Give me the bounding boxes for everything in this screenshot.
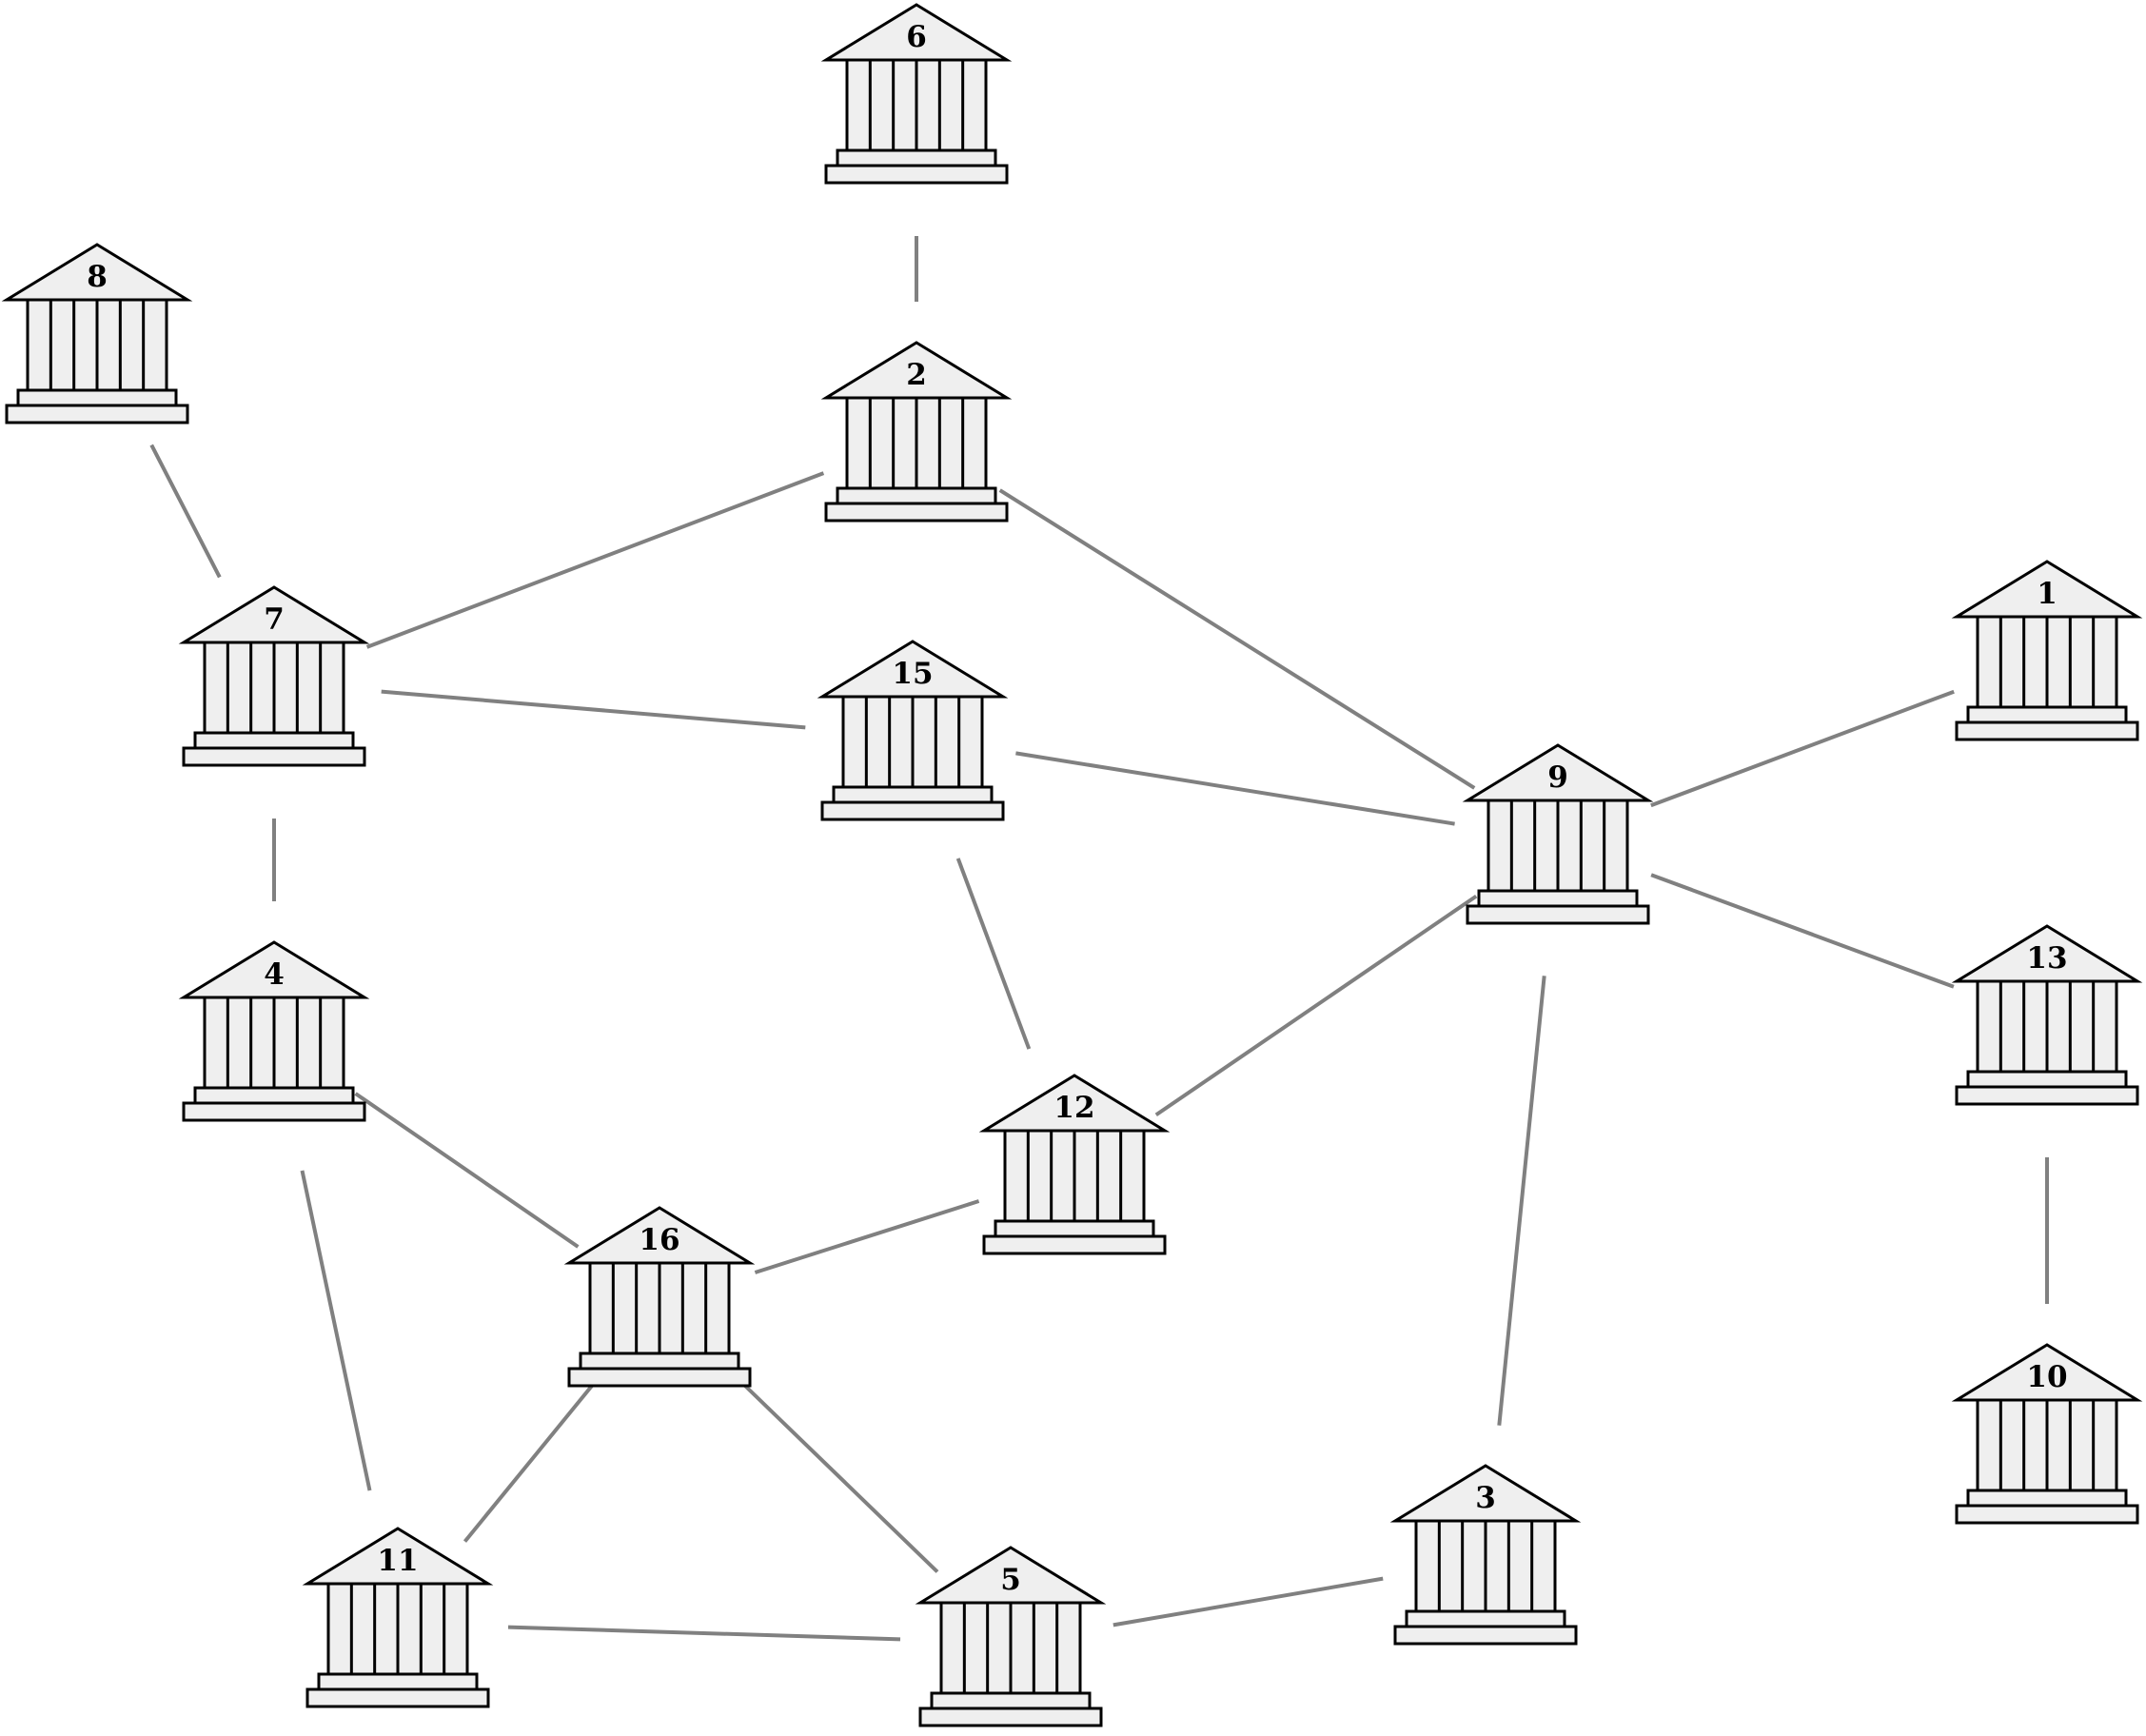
bank-base: [1955, 1085, 2139, 1106]
edge-2-7: [365, 471, 825, 649]
bank-base: [824, 164, 1009, 185]
bank-building-icon: [1389, 1464, 1582, 1646]
edge-9-1: [1650, 689, 1955, 808]
bank-building-icon: [302, 1527, 494, 1708]
node-label: 15: [892, 657, 933, 691]
bank-building-icon: [817, 640, 1009, 821]
bank-base: [1966, 1489, 2128, 1508]
edge-5-3: [1112, 1576, 1384, 1628]
edge-15-9: [1015, 751, 1455, 826]
bank-base: [918, 1706, 1103, 1727]
node-label: 16: [639, 1223, 679, 1257]
edge-16-11: [463, 1384, 595, 1543]
bank-base: [567, 1367, 752, 1388]
edge-9-13: [1650, 873, 1955, 989]
bank-base: [1955, 720, 2139, 741]
bank-base: [579, 1351, 740, 1371]
node-label: 11: [377, 1544, 418, 1578]
node-10[interactable]: 10: [1951, 1343, 2143, 1525]
node-label: 13: [2026, 941, 2067, 976]
edge-7-15: [381, 689, 806, 730]
bank-building-icon: [915, 1546, 1107, 1727]
bank-base: [836, 148, 997, 168]
node-8[interactable]: 8: [1, 243, 193, 424]
edge-12-16: [754, 1199, 980, 1274]
edge-8-7: [149, 444, 222, 579]
bank-building-icon: [1, 243, 193, 424]
bank-base: [193, 731, 355, 750]
bank-base: [930, 1691, 1092, 1710]
edge-11-5: [507, 1625, 901, 1642]
node-label: 5: [1000, 1563, 1021, 1597]
edges-layer: [149, 236, 2049, 1642]
bank-base: [16, 388, 178, 407]
node-label: 6: [906, 20, 927, 54]
bank-building-icon: [563, 1206, 756, 1388]
node-4[interactable]: 4: [178, 940, 370, 1122]
node-2[interactable]: 2: [820, 341, 1013, 523]
node-label: 10: [2026, 1360, 2067, 1394]
node-6[interactable]: 6: [820, 3, 1013, 185]
node-3[interactable]: 3: [1389, 1464, 1582, 1646]
bank-base: [182, 1101, 366, 1122]
bank-base: [1393, 1625, 1578, 1646]
node-label: 7: [264, 602, 285, 637]
node-13[interactable]: 13: [1951, 924, 2143, 1106]
bank-base: [836, 486, 997, 505]
bank-base: [982, 1234, 1167, 1255]
node-label: 4: [264, 957, 285, 992]
node-16[interactable]: 16: [563, 1206, 756, 1388]
bank-building-icon: [1462, 743, 1654, 925]
edge-4-16: [354, 1092, 580, 1249]
node-12[interactable]: 12: [978, 1074, 1171, 1255]
bank-base: [994, 1219, 1155, 1238]
bank-building-icon: [820, 341, 1013, 523]
bank-building-icon: [1951, 1343, 2143, 1525]
node-label: 12: [1053, 1091, 1094, 1125]
edge-9-12: [1154, 894, 1478, 1117]
node-9[interactable]: 9: [1462, 743, 1654, 925]
bank-building-icon: [1951, 560, 2143, 741]
bank-base: [832, 785, 994, 804]
edge-9-3: [1497, 976, 1546, 1426]
bank-building-icon: [978, 1074, 1171, 1255]
bank-base: [1477, 889, 1639, 908]
node-label: 1: [2037, 577, 2057, 611]
bank-base: [317, 1672, 479, 1691]
node-label: 9: [1547, 760, 1568, 795]
node-label: 2: [906, 358, 927, 392]
bank-base: [1966, 1070, 2128, 1089]
bank-base: [1966, 705, 2128, 724]
bank-base: [182, 746, 366, 767]
bank-base: [305, 1687, 490, 1708]
bank-building-icon: [178, 940, 370, 1122]
node-1[interactable]: 1: [1951, 560, 2143, 741]
node-label: 8: [87, 260, 108, 294]
node-11[interactable]: 11: [302, 1527, 494, 1708]
bank-building-icon: [178, 585, 370, 767]
bank-building-icon: [820, 3, 1013, 185]
bank-base: [824, 502, 1009, 523]
node-label: 3: [1475, 1481, 1496, 1515]
bank-base: [1405, 1609, 1566, 1628]
node-15[interactable]: 15: [817, 640, 1009, 821]
bank-base: [1955, 1504, 2139, 1525]
node-7[interactable]: 7: [178, 585, 370, 767]
edge-2-9: [998, 488, 1476, 790]
bank-base: [1466, 904, 1650, 925]
edge-15-12: [955, 858, 1032, 1050]
edge-16-5: [731, 1372, 939, 1573]
bank-base: [820, 800, 1005, 821]
bank-building-icon: [1951, 924, 2143, 1106]
node-5[interactable]: 5: [915, 1546, 1107, 1727]
edge-4-11: [300, 1170, 372, 1491]
bank-base: [5, 404, 189, 424]
bank-base: [193, 1086, 355, 1105]
